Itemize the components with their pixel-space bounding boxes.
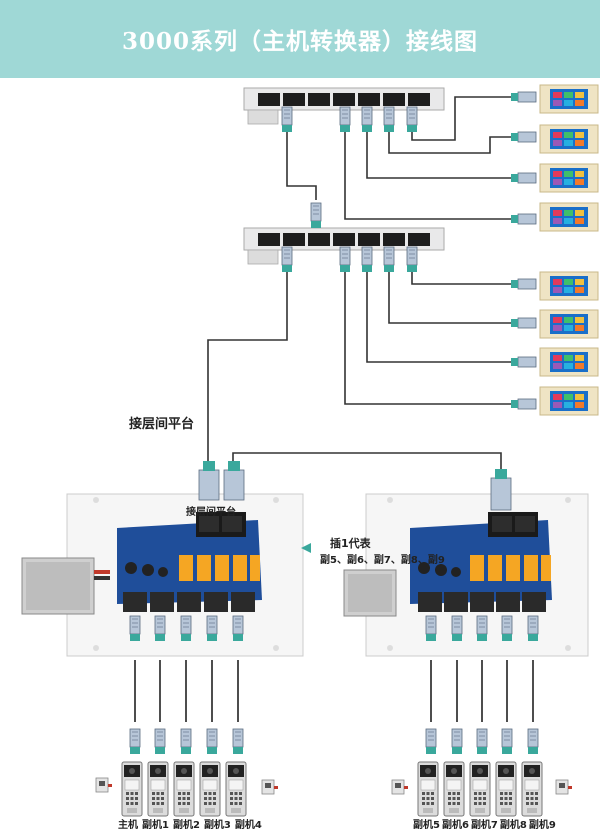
page-title: 3000系列（主机转换器）接线图	[121, 28, 478, 55]
right-unit-labels: 副机5 副机6 副机7 副机8 副机9	[413, 816, 556, 831]
right-converter-pcb	[410, 512, 552, 612]
insert1-label: 插1代表	[330, 537, 371, 550]
left-unit-labels: 主机 副机1 副机2 副机3 副机4	[118, 816, 262, 831]
network-switch-2	[243, 227, 445, 265]
title-bar: 3000系列（主机转换器）接线图	[0, 0, 600, 78]
indoor-monitors	[510, 84, 599, 416]
right-drop-cables	[430, 660, 534, 722]
floor-platform-label: 接层间平台	[129, 417, 195, 432]
unit-label: 副机2	[172, 820, 200, 831]
insert1-detail-label: 副5、副6、副7、副8、副9	[320, 555, 445, 566]
unit-label: 副机3	[203, 820, 231, 831]
left-power-supply	[21, 557, 110, 615]
unit-label: 副机7	[470, 820, 498, 831]
unit-label: 副机4	[234, 820, 262, 831]
left-drop-cables	[134, 660, 239, 722]
unit-label: 副机1	[142, 820, 169, 831]
unit-label: 主机	[118, 820, 138, 831]
left-converter-pcb	[117, 512, 262, 612]
cascade-cable	[286, 132, 317, 200]
cascade-plug	[310, 202, 322, 229]
unit-label: 副机6	[441, 820, 469, 831]
right-converter-top-plug	[490, 469, 512, 511]
switch-1-plugs	[281, 106, 418, 133]
floor-platform-board-label: 接层间平台	[186, 507, 236, 518]
right-outdoor-stations	[417, 761, 543, 817]
network-switch-1	[243, 87, 445, 125]
unit-label: 副机5	[413, 820, 440, 831]
unit-label: 副机9	[528, 820, 556, 831]
switch-1-cables	[344, 96, 518, 220]
right-power-supply	[343, 569, 397, 617]
insert-arrow	[301, 543, 311, 553]
left-bottom-plugs	[129, 728, 244, 755]
left-converter-top-plugs	[198, 461, 245, 501]
floor-platform-cable	[207, 272, 502, 470]
right-bottom-plugs	[425, 728, 539, 755]
left-outdoor-stations	[121, 761, 247, 817]
switch-2-cables	[344, 272, 518, 405]
unit-label: 副机8	[499, 820, 527, 831]
switch-2-plugs	[281, 246, 418, 273]
